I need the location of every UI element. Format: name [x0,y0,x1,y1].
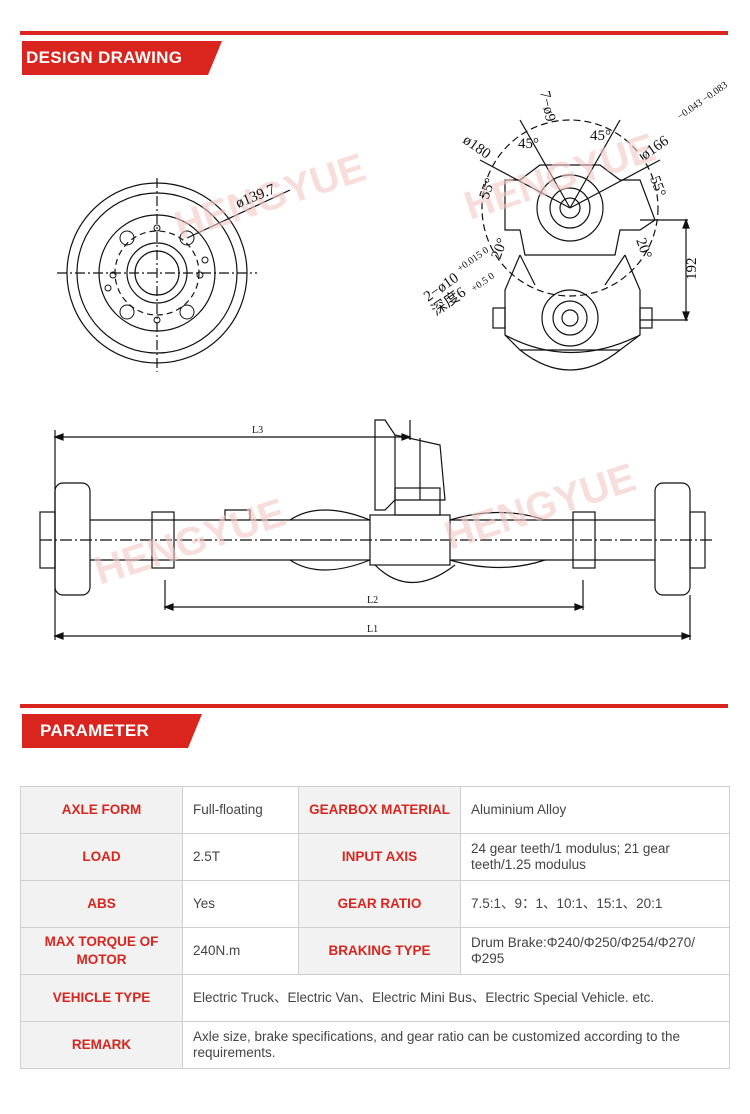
dim-L1: L1 [367,624,378,635]
param-value: Electric Truck、Electric Van、Electric Min… [182,974,730,1022]
design-drawing: HENGYUE HENGYUE HENGYUE HENGYUE ø139.7 7… [39,80,730,640]
param-label: BRAKING TYPE [298,927,461,975]
param-label: GEAR RATIO [298,880,461,928]
dim-192: 192 [684,258,700,281]
param-value: 7.5:1、9：1、10:1、15:1、20:1 [460,880,730,928]
param-value: Axle size, brake specifications, and gea… [182,1021,730,1069]
design-drawing-heading: DESIGN DRAWING [22,41,222,75]
table-row: VEHICLE TYPE Electric Truck、Electric Van… [20,974,730,1022]
param-value: Full-floating [182,786,299,834]
dim-depth-tol: +0.5 0 [469,271,496,295]
top-red-rule [20,31,728,35]
watermark: HENGYUE [89,491,291,594]
dim-d166-tol: −0.043 −0.083 [675,80,729,122]
watermark: HENGYUE [439,456,641,559]
axle-top-view [39,419,715,640]
param-value: 24 gear teeth/1 modulus; 21 gear teeth/1… [460,833,730,881]
param-label: INPUT AXIS [298,833,461,881]
hub-front-view [57,178,291,372]
param-label: REMARK [20,1021,183,1069]
dim-45-left: 45° [518,136,539,152]
param-label: LOAD [20,833,183,881]
table-row: AXLE FORM Full-floating GEARBOX MATERIAL… [20,786,730,834]
dim-20-right: 20° [632,236,654,261]
watermark: HENGYUE [459,126,661,229]
dim-7d9: 7−ø9 [536,90,558,124]
dim-holes-tol: +0.015 0 [455,245,491,274]
param-value: Yes [182,880,299,928]
param-label: MAX TORQUE OF MOTOR [20,927,183,975]
dim-55-left: 55° [477,176,499,201]
dim-20-left: 20° [489,236,511,261]
param-label: GEARBOX MATERIAL [298,786,461,834]
table-row: LOAD 2.5T INPUT AXIS 24 gear teeth/1 mod… [20,833,730,881]
param-label: VEHICLE TYPE [20,974,183,1022]
mid-red-rule [20,704,728,708]
table-row: ABS Yes GEAR RATIO 7.5:1、9：1、10:1、15:1、2… [20,880,730,928]
dim-L3: L3 [252,425,263,436]
dim-45-right: 45° [590,128,611,144]
dim-L2: L2 [367,595,378,606]
dim-d180: ø180 [460,132,494,162]
gearbox-side-view [479,119,690,371]
param-value: Aluminium Alloy [460,786,730,834]
param-value: Drum Brake:Φ240/Φ250/Φ254/Φ270/Φ295 [460,927,730,975]
table-row: REMARK Axle size, brake specifications, … [20,1021,730,1069]
param-value: 240N.m [182,927,299,975]
param-label: ABS [20,880,183,928]
table-row: MAX TORQUE OF MOTOR 240N.m BRAKING TYPE … [20,927,730,975]
param-label: AXLE FORM [20,786,183,834]
parameter-heading: PARAMETER [22,714,202,748]
dim-55-right: 55° [646,174,668,199]
param-value: 2.5T [182,833,299,881]
parameter-table: AXLE FORM Full-floating GEARBOX MATERIAL… [20,786,730,1069]
